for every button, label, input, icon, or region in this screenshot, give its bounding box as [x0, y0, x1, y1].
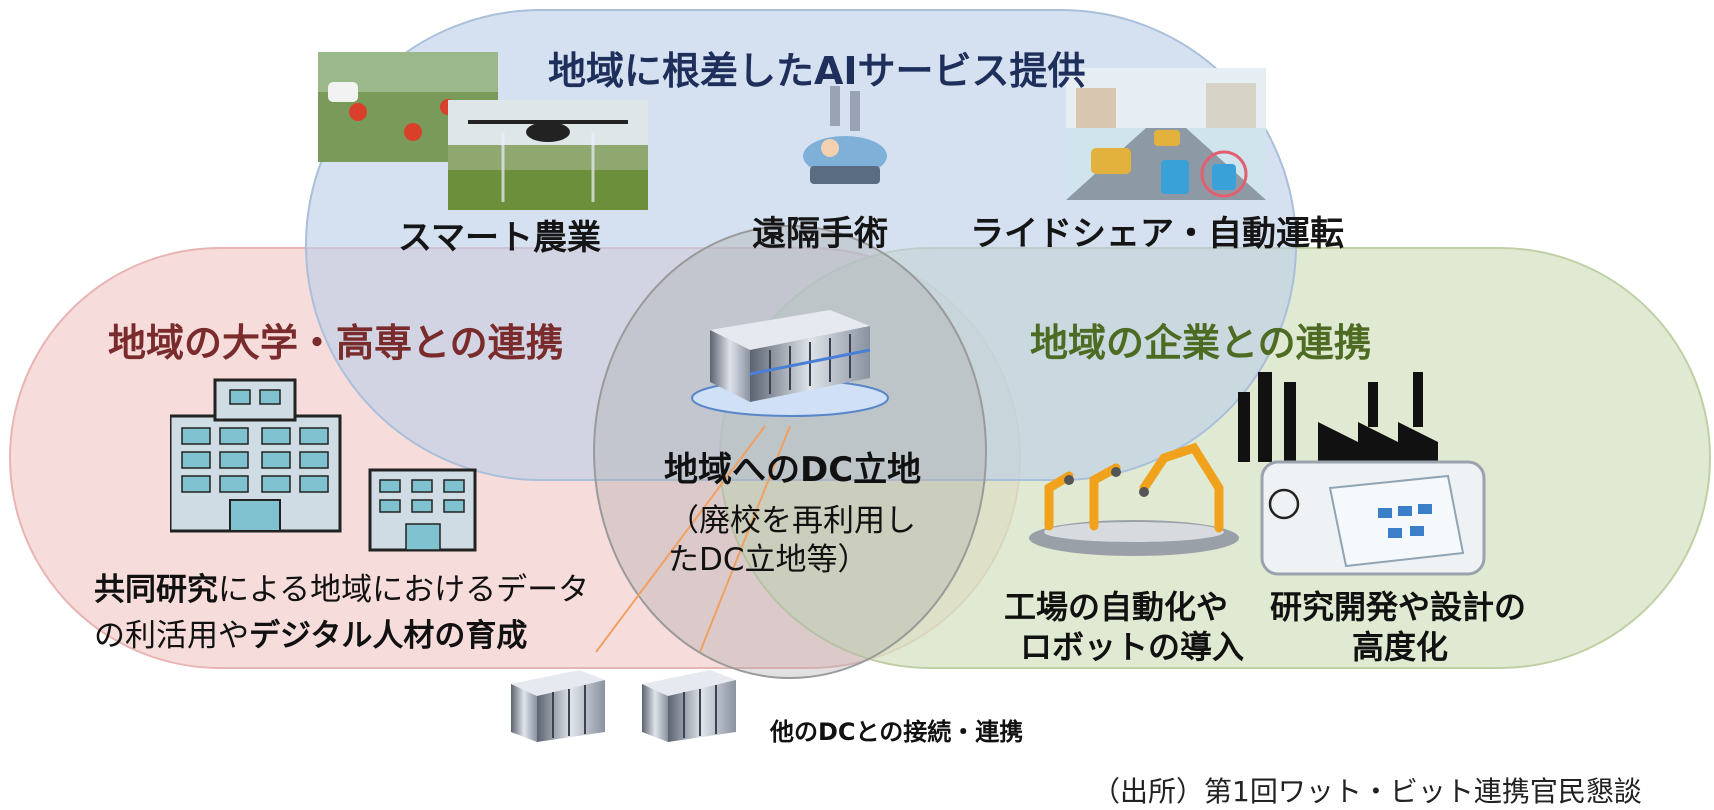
connector-line: [699, 425, 791, 653]
drone-agriculture-icon: [318, 52, 648, 210]
joint-research-text: 共同研究: [94, 572, 218, 608]
smart-agriculture-label: スマート農業: [398, 218, 601, 258]
center-sub-line2: たDC立地等）: [668, 542, 869, 578]
center-sub-line1: （廃校を再利用し: [668, 503, 916, 539]
desc-line1-rest: による地域におけるデータ: [218, 572, 590, 608]
center-ellipse: [593, 225, 987, 679]
factory-icon: [1238, 372, 1438, 462]
top-group-title: 地域に根差したAIサービス提供: [548, 49, 1086, 93]
connector-line: [595, 425, 766, 653]
desc-line2-pre: の利活用や: [94, 618, 249, 654]
factory-automation-line1: 工場の自動化や: [1004, 588, 1229, 626]
center-title: 地域へのDC立地: [664, 450, 922, 490]
left-group-desc-line2: の利活用やデジタル人材の育成: [94, 610, 527, 655]
factory-automation-line2: ロボットの導入: [1020, 628, 1245, 666]
rd-design-line2: 高度化: [1352, 628, 1449, 666]
remote-surgery-label: 遠隔手術: [752, 214, 888, 254]
autonomous-driving-icon: [1066, 68, 1266, 200]
digital-talent-text: デジタル人材の育成: [249, 618, 528, 654]
university-building-icon: [170, 378, 477, 552]
left-group-title: 地域の大学・高専との連携: [108, 321, 564, 365]
server-rack-icon: [642, 670, 736, 742]
robot-arm-icon: [1029, 442, 1239, 556]
other-dc-label: 他のDCとの接続・連携: [770, 718, 1024, 746]
rd-design-line1: 研究開発や設計の: [1270, 588, 1527, 626]
research-design-icon: [1260, 460, 1486, 576]
right-group-title: 地域の企業との連携: [1030, 321, 1372, 365]
left-group-desc-line1: 共同研究による地域におけるデータ: [94, 564, 589, 609]
source-note: （出所）第1回ワット・ビット連携官民懇談: [1092, 775, 1642, 808]
data-center-server-icon: [691, 310, 889, 417]
remote-surgery-robot-icon: [803, 86, 887, 184]
server-rack-icon: [511, 670, 605, 742]
rideshare-autonomous-label: ライドシェア・自動運転: [970, 214, 1344, 254]
